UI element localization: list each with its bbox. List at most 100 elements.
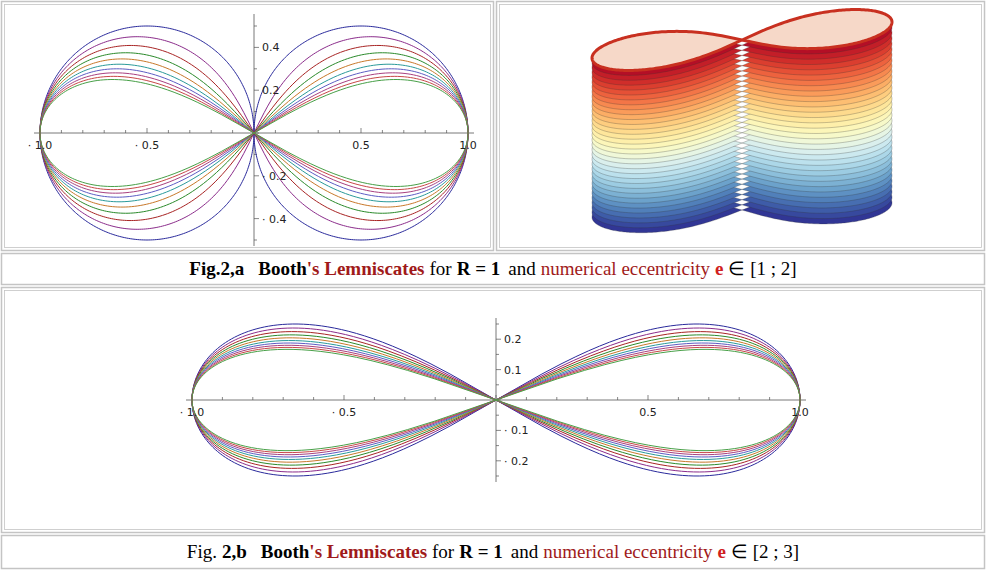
- y-tick: [254, 240, 257, 241]
- x-tick: [211, 130, 212, 133]
- caption-text: R = 1: [459, 536, 503, 568]
- x-tick: [344, 395, 345, 400]
- x-tick: [82, 130, 83, 133]
- lemniscate-curve: [192, 349, 800, 450]
- caption-text: numerical eccentricity: [541, 254, 710, 284]
- x-tick: [465, 397, 466, 400]
- caption-text: 's Lemniscates: [307, 254, 425, 284]
- y-tick-label: 0.2: [504, 333, 522, 346]
- y-tick: [496, 430, 501, 431]
- x-tick: [361, 128, 362, 133]
- y-tick: [496, 369, 501, 370]
- caption-text: for: [432, 536, 454, 568]
- y-tick-label: 0.2: [262, 84, 280, 97]
- x-tick: [232, 130, 233, 133]
- lemniscate-curve: [40, 26, 468, 240]
- x-tick: [296, 130, 297, 133]
- lemniscate-surface-3d: [592, 10, 892, 233]
- caption-text: R = 1: [457, 254, 501, 284]
- y-tick: [254, 68, 257, 69]
- x-tick: [769, 397, 770, 400]
- x-tick: [125, 130, 126, 133]
- y-tick: [254, 218, 259, 219]
- caption-text: Fig.: [187, 536, 217, 568]
- x-tick: [739, 397, 740, 400]
- y-tick-label: 0.1: [504, 363, 522, 376]
- lemniscate-curve: [192, 324, 800, 476]
- caption-text: ∈ [1 ; 2]: [728, 254, 796, 284]
- y-tick: [496, 460, 501, 461]
- y-tick: [496, 445, 499, 446]
- x-tick: [404, 397, 405, 400]
- x-tick-label: 1.0: [459, 139, 477, 152]
- x-tick: [275, 130, 276, 133]
- x-tick-label: 1.0: [791, 406, 809, 419]
- lemniscate-curve: [192, 341, 800, 460]
- lemniscate-curve: [192, 343, 800, 457]
- caption-text: 's Lemniscates: [309, 536, 427, 568]
- y-tick: [254, 197, 257, 198]
- lemniscate-curve: [192, 347, 800, 452]
- x-tick: [403, 130, 404, 133]
- surface-layer: [592, 10, 892, 71]
- y-tick: [496, 324, 499, 325]
- x-tick: [617, 397, 618, 400]
- y-tick-label: · 0.2: [504, 454, 529, 467]
- x-tick-label: · 0.5: [135, 139, 160, 152]
- x-tick: [556, 397, 557, 400]
- x-tick-label: · 0.5: [332, 406, 357, 419]
- lemniscate-plot-b: [186, 318, 806, 482]
- caption-text: ∈ [2 ; 3]: [731, 536, 799, 568]
- lemniscate-curve: [40, 64, 468, 202]
- x-tick: [168, 130, 169, 133]
- y-tick: [496, 415, 499, 416]
- lemniscate-curve: [192, 335, 800, 465]
- y-tick: [496, 476, 499, 477]
- x-tick: [425, 130, 426, 133]
- x-tick: [446, 130, 447, 133]
- y-tick-label: · 0.2: [262, 169, 287, 182]
- x-tick: [252, 397, 253, 400]
- y-tick: [496, 384, 499, 385]
- x-tick: [313, 397, 314, 400]
- x-tick: [648, 395, 649, 400]
- x-tick: [374, 397, 375, 400]
- y-tick: [496, 339, 501, 340]
- x-tick: [61, 130, 62, 133]
- y-tick: [496, 354, 499, 355]
- caption-text: e: [718, 536, 726, 568]
- lemniscate-curve: [40, 53, 468, 214]
- x-tick: [678, 397, 679, 400]
- caption-text: numerical eccentricity: [543, 536, 712, 568]
- x-tick: [708, 397, 709, 400]
- x-tick-label: · 1.0: [28, 139, 53, 152]
- figure-caption: Fig.2,bBooth's LemniscatesforR = 1andnum…: [0, 536, 986, 568]
- caption-text: 2,b: [222, 536, 247, 568]
- y-tick-label: 0.4: [262, 41, 280, 54]
- lemniscate-curve: [40, 69, 468, 197]
- caption-text: for: [430, 254, 452, 284]
- x-tick: [526, 397, 527, 400]
- x-tick-label: · 1.0: [180, 406, 205, 419]
- figure-caption: Fig.2,aBooth's LemniscatesforR = 1andnum…: [0, 254, 986, 284]
- y-tick: [254, 175, 259, 176]
- lemniscate-curve: [40, 37, 468, 230]
- lemniscate-curve: [192, 345, 800, 454]
- x-tick: [283, 397, 284, 400]
- x-tick-label: 0.5: [352, 139, 370, 152]
- caption-text: e: [715, 254, 723, 284]
- x-tick: [382, 130, 383, 133]
- x-tick: [189, 130, 190, 133]
- caption-text: Fig.2,a: [189, 254, 244, 284]
- y-tick: [254, 90, 259, 91]
- x-tick: [147, 128, 148, 133]
- lemniscate-plot-a: [34, 14, 474, 246]
- lemniscate-curve: [40, 76, 468, 189]
- y-tick: [254, 47, 259, 48]
- lemniscate-curve: [40, 73, 468, 193]
- caption-text: Booth: [261, 536, 310, 568]
- x-tick: [222, 397, 223, 400]
